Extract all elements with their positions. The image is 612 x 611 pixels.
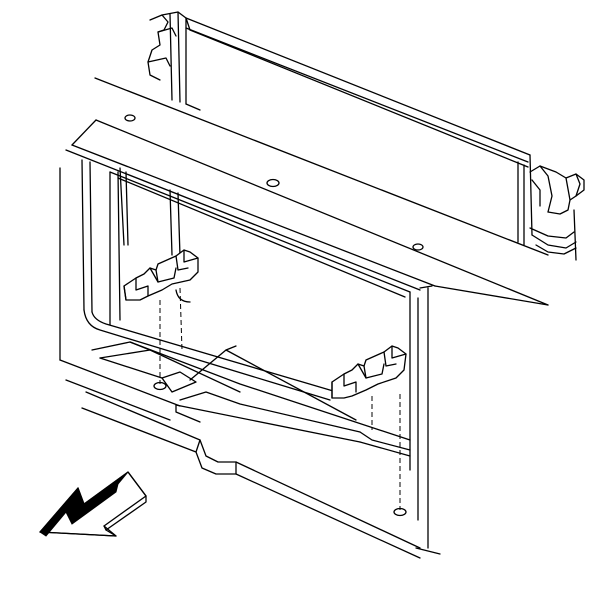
fastener-centerlines [159, 287, 401, 510]
front-of-vehicle-arrow [39, 471, 147, 537]
left-lower-radiator-bracket [123, 249, 199, 303]
radiator-hose-outlet [529, 165, 585, 215]
radiator [147, 11, 585, 261]
radiator-right-tank [517, 154, 577, 261]
support-hole-3 [412, 243, 424, 251]
radiator-left-tank [147, 11, 191, 105]
support-hole-1 [124, 114, 136, 122]
radiator-core [185, 17, 531, 168]
right-lower-radiator-bracket [331, 345, 407, 399]
support-hole-2 [266, 178, 280, 188]
left-centerline-2 [179, 287, 183, 351]
radiator-support [59, 77, 549, 559]
